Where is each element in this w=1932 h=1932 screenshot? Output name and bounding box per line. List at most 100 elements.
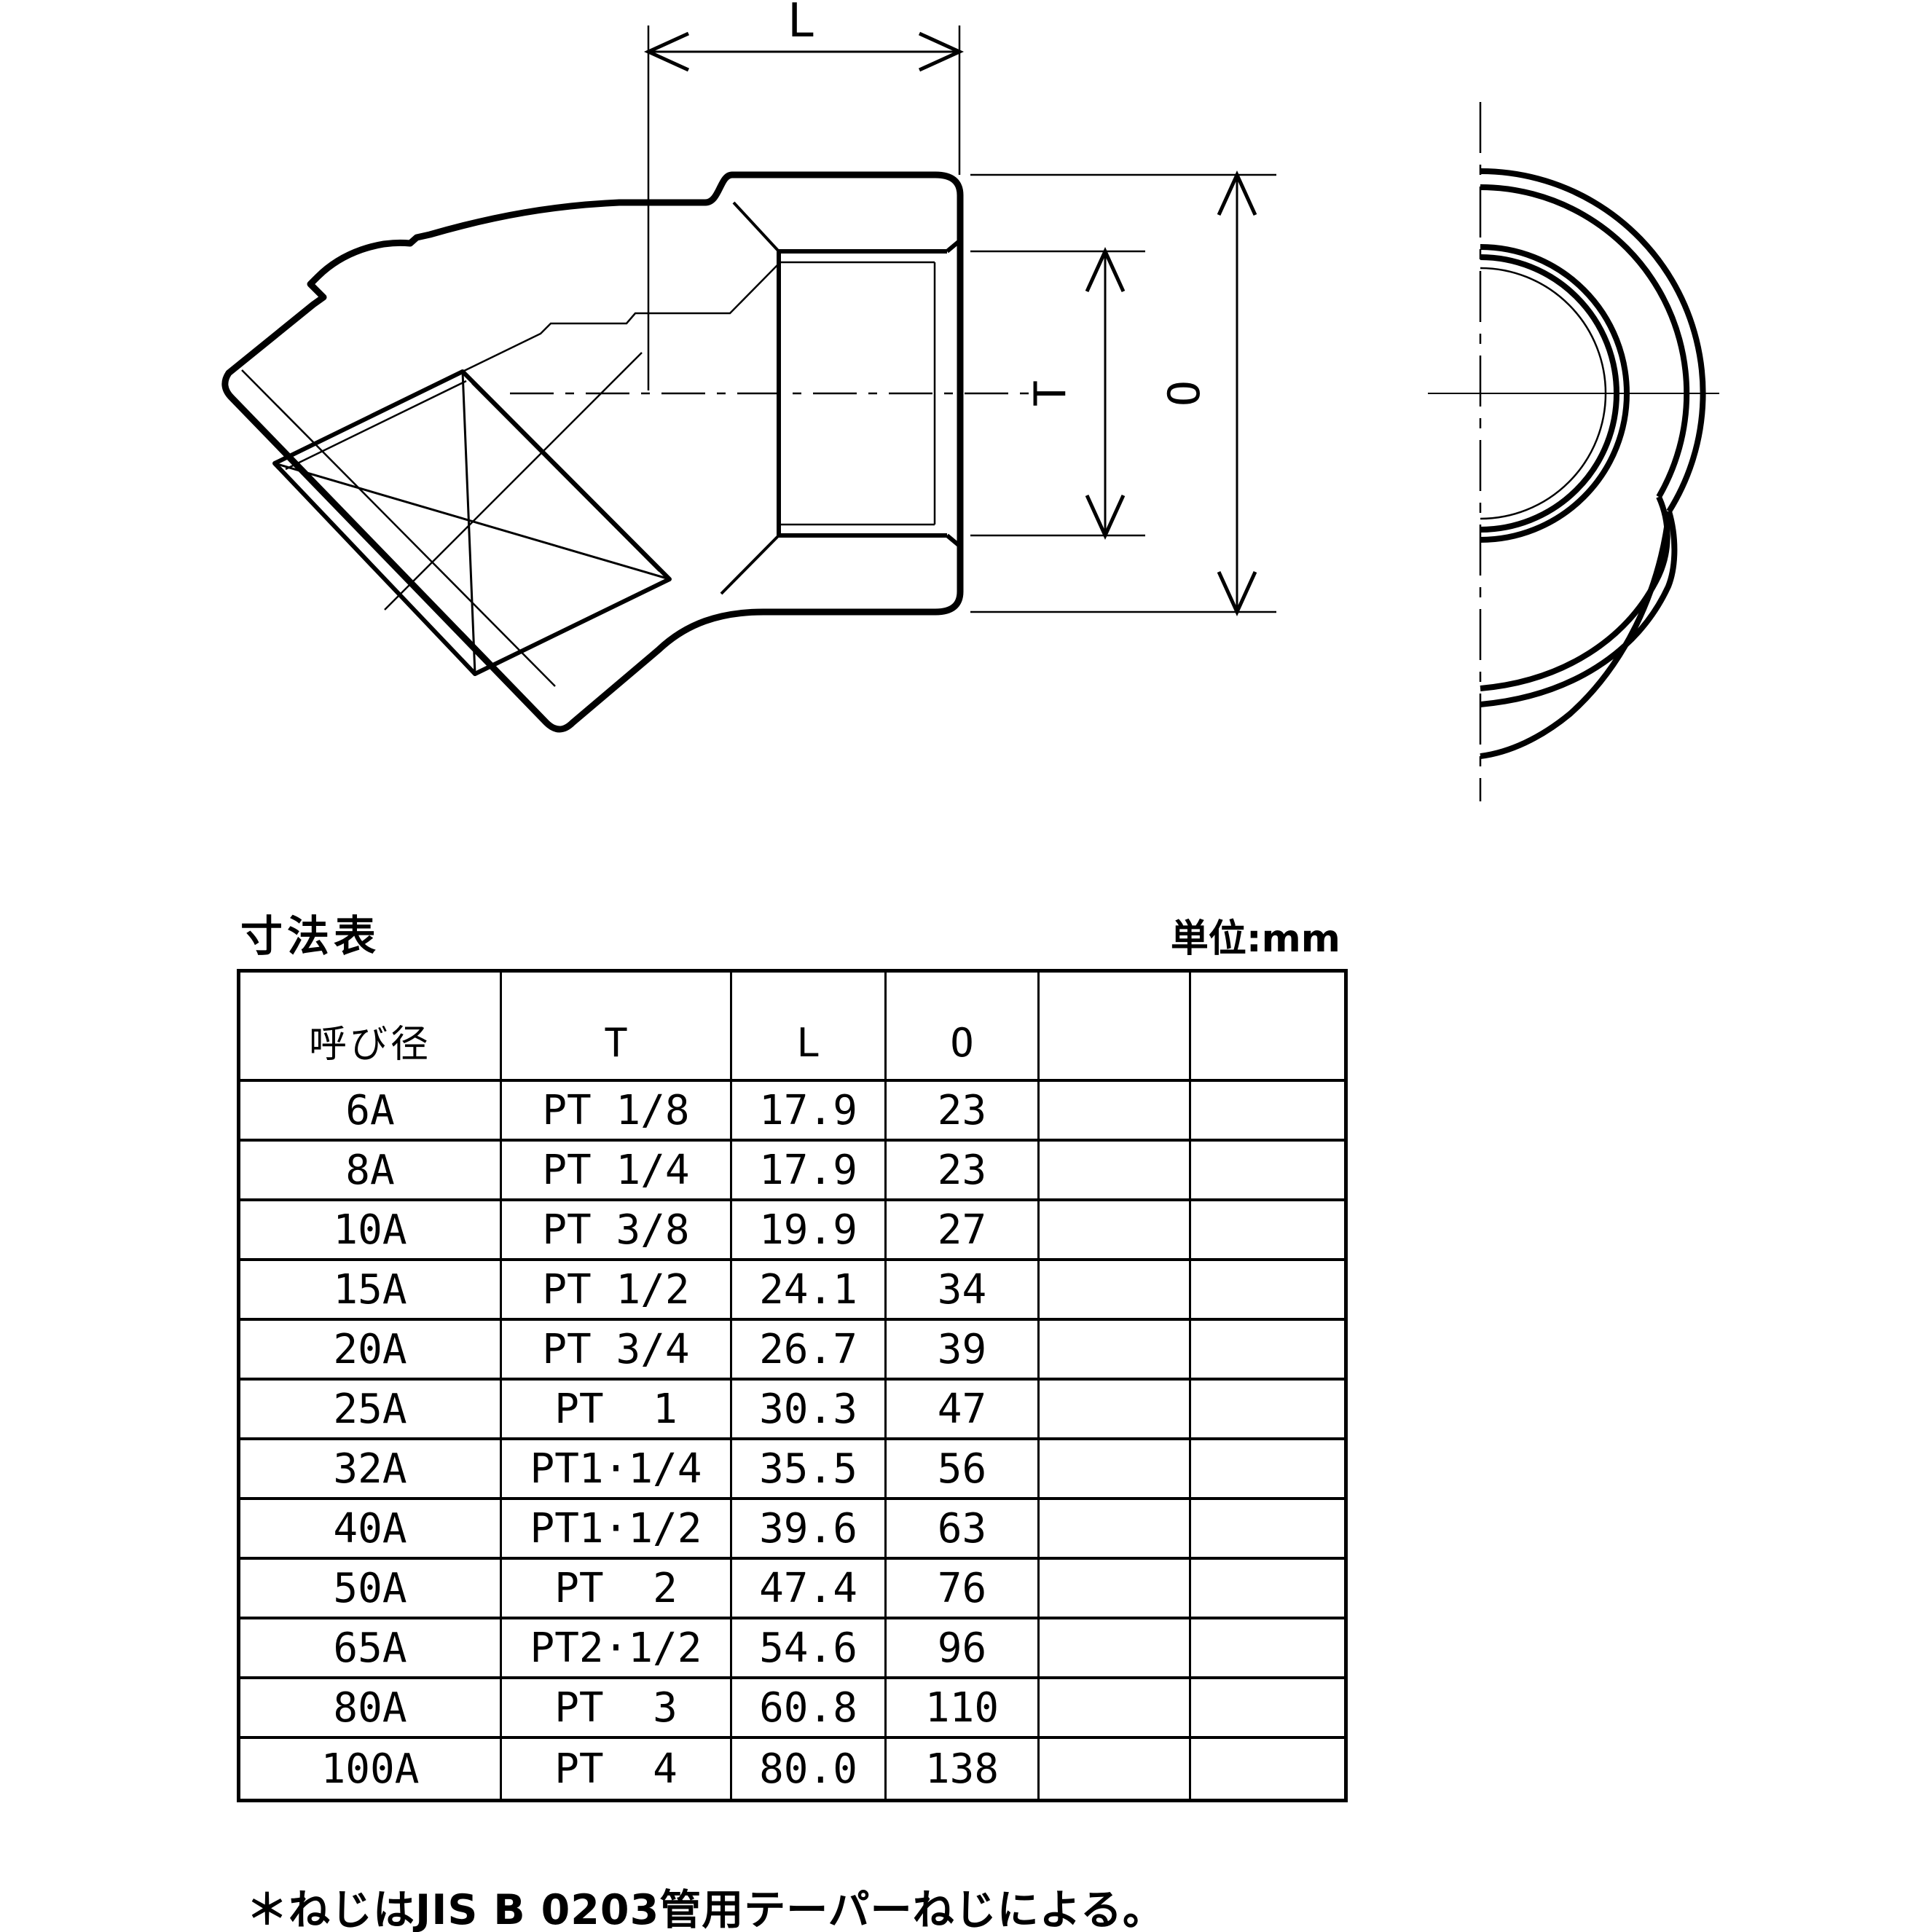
table-cell-L: 26.7 [732,1321,887,1381]
dimension-T: T [970,246,1145,541]
table-cell-size: 50A [240,1560,502,1619]
table-cell-O: 47 [887,1381,1040,1440]
dimension-O: O [970,170,1276,617]
table-cell-T: PT 2 [502,1560,732,1619]
table-cell-T: PT 1/4 [502,1142,732,1201]
column-header-O: O [887,973,1040,1082]
table-cell-L: 17.9 [732,1082,887,1142]
table-row: 8A PT 1/4 17.9 23 [240,1142,1344,1201]
table-cell-blank [1191,1739,1344,1799]
table-cell-blank [1040,1201,1191,1261]
table-cell-L: 24.1 [732,1261,887,1321]
table-row: 100A PT 4 80.0 138 [240,1739,1344,1799]
table-row: 25A PT 1 30.3 47 [240,1381,1344,1440]
table-cell-blank [1040,1679,1191,1739]
table-cell-L: 17.9 [732,1142,887,1201]
table-cell-size: 8A [240,1142,502,1201]
table-cell-T: PT 1/2 [502,1261,732,1321]
column-header-blank [1040,973,1191,1082]
table-cell-O: 110 [887,1679,1040,1739]
table-cell-T: PT 1/8 [502,1082,732,1142]
side-view [1428,102,1719,801]
column-header-blank [1191,973,1344,1082]
table-cell-T: PT1·1/2 [502,1500,732,1560]
table-cell-O: 34 [887,1261,1040,1321]
table-cell-blank [1191,1082,1344,1142]
table-cell-L: 19.9 [732,1201,887,1261]
table-row: 65A PT2·1/2 54.6 96 [240,1619,1344,1679]
table-cell-blank [1040,1261,1191,1321]
table-cell-L: 54.6 [732,1619,887,1679]
table-cell-O: 23 [887,1082,1040,1142]
table-cell-T: PT 3/4 [502,1321,732,1381]
column-header-T: T [502,973,732,1082]
table-cell-O: 63 [887,1500,1040,1560]
table-cell-blank [1191,1440,1344,1500]
table-cell-O: 76 [887,1560,1040,1619]
table-row: 15A PT 1/2 24.1 34 [240,1261,1344,1321]
table-cell-T: PT1·1/4 [502,1440,732,1500]
table-cell-T: PT 4 [502,1739,732,1799]
table-row: 40A PT1·1/2 39.6 63 [240,1500,1344,1560]
table-cell-blank [1191,1142,1344,1201]
table-cell-O: 56 [887,1440,1040,1500]
table-cell-size: 20A [240,1321,502,1381]
right-socket-bore [720,201,962,595]
table-cell-T: PT 1 [502,1381,732,1440]
table-row: 10A PT 3/8 19.9 27 [240,1201,1344,1261]
technical-drawing: L T O [221,0,1719,801]
table-row: 80A PT 3 60.8 110 [240,1679,1344,1739]
table-cell-blank [1191,1201,1344,1261]
table-cell-O: 23 [887,1142,1040,1201]
table-cell-blank [1040,1082,1191,1142]
table-cell-L: 60.8 [732,1679,887,1739]
table-cell-size: 40A [240,1500,502,1560]
column-header-L: L [732,973,887,1082]
table-cell-blank [1040,1500,1191,1560]
inner-shoulder-line [462,263,780,373]
table-cell-blank [1191,1321,1344,1381]
table-cell-blank [1040,1739,1191,1799]
table-cell-L: 35.5 [732,1440,887,1500]
table-cell-O: 27 [887,1201,1040,1261]
dimension-table-body: 6A PT 1/8 17.9 23 8A PT 1/4 17.9 23 10A … [240,1082,1344,1799]
table-cell-blank [1191,1679,1344,1739]
table-row: 6A PT 1/8 17.9 23 [240,1082,1344,1142]
dimension-label-L: L [788,0,816,48]
table-cell-L: 39.6 [732,1500,887,1560]
footnote: ＊ねじはJIS B 0203管用テーパーねじによる。 [246,1886,1165,1932]
table-cell-blank [1040,1142,1191,1201]
table-cell-blank [1040,1321,1191,1381]
dimension-label-O: O [1159,380,1210,407]
table-title: 寸法表 [240,911,381,961]
table-cell-size: 80A [240,1679,502,1739]
table-cell-L: 30.3 [732,1381,887,1440]
dimension-table: 呼び径 T L O 6A PT 1/8 17.9 23 8A PT 1/4 17… [237,969,1348,1802]
table-cell-blank [1191,1560,1344,1619]
table-cell-blank [1191,1381,1344,1440]
table-cell-blank [1040,1619,1191,1679]
table-row: 32A PT1·1/4 35.5 56 [240,1440,1344,1500]
table-cell-blank [1191,1500,1344,1560]
dimension-label-T: T [1025,380,1076,407]
table-row: 20A PT 3/4 26.7 39 [240,1321,1344,1381]
table-cell-size: 25A [240,1381,502,1440]
table-cell-size: 6A [240,1082,502,1142]
table-cell-size: 32A [240,1440,502,1500]
unit-label: 単位:mm [1170,917,1340,961]
table-cell-size: 10A [240,1201,502,1261]
table-cell-blank [1191,1261,1344,1321]
table-cell-O: 96 [887,1619,1040,1679]
table-cell-T: PT 3/8 [502,1201,732,1261]
left-socket-opening [241,352,672,687]
elbow-outline [221,171,964,733]
table-cell-L: 47.4 [732,1560,887,1619]
main-view [221,171,1060,733]
table-cell-T: PT 3 [502,1679,732,1739]
table-row: 50A PT 2 47.4 76 [240,1560,1344,1619]
table-cell-O: 138 [887,1739,1040,1799]
dimension-L: L [643,0,965,390]
table-cell-blank [1040,1440,1191,1500]
table-cell-blank [1040,1560,1191,1619]
